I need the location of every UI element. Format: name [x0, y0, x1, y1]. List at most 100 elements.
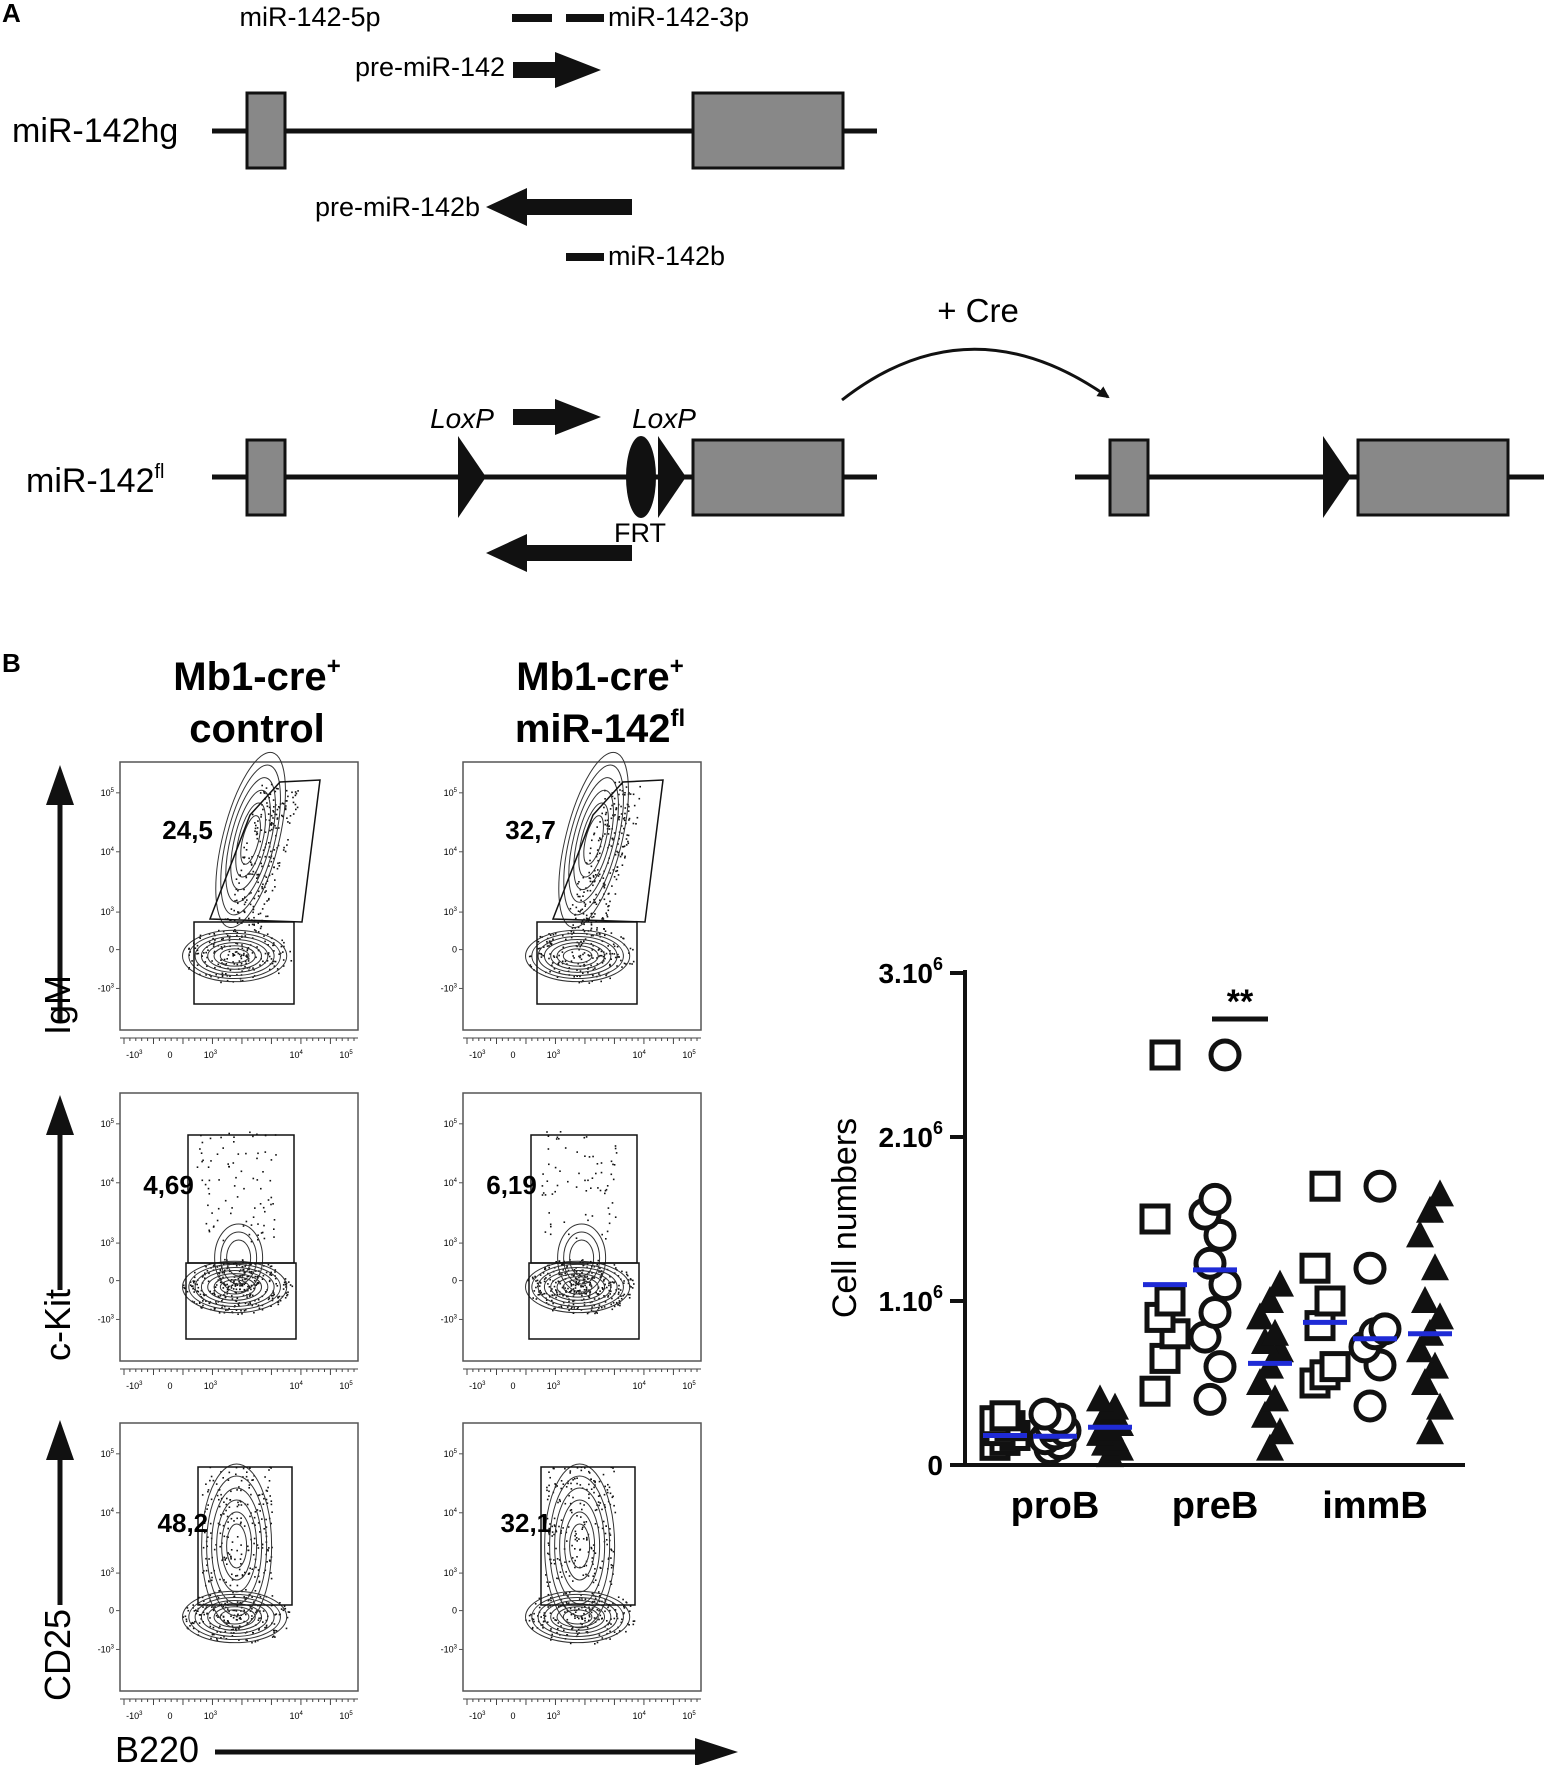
- plot-frame: [462, 761, 702, 1031]
- gate: [536, 779, 664, 1005]
- x-tick-label: 104: [632, 1050, 646, 1060]
- cell-number-chart: 0 1.106 2.106 3.106 Cell numbers proB pr…: [826, 954, 1465, 1527]
- y-tick-label: 105: [101, 1449, 115, 1459]
- loxp-site-2: [658, 436, 686, 518]
- data-point-square: [1317, 1288, 1343, 1314]
- mir-142-3p-bar: [566, 14, 604, 22]
- y-tick-label: 0: [109, 945, 114, 955]
- x-tick-label: 103: [547, 1381, 561, 1391]
- mir142hg-gene: miR-142-5p miR-142-3p pre-miR-142 miR-14…: [12, 2, 877, 271]
- contour-lines: [182, 1223, 288, 1314]
- col2-title-line2: miR-142fl: [515, 705, 685, 751]
- x-tick-label: -103: [126, 1381, 143, 1391]
- significance-label: **: [1227, 983, 1254, 1021]
- gate: [193, 779, 321, 1005]
- data-point-triangle: [1421, 1253, 1449, 1281]
- del-exon-1: [1108, 438, 1150, 517]
- category-label-prob: proB: [1011, 1485, 1100, 1527]
- x-tick-label: 105: [682, 1711, 696, 1721]
- data-point-circle: [1211, 1041, 1239, 1069]
- gate-value: 48,2: [158, 1508, 209, 1538]
- mir142-deleted-allele: [1075, 436, 1544, 518]
- pre-mir-142b-arrow: [486, 188, 632, 226]
- data-point-triangle: [1416, 1417, 1444, 1445]
- mir-142-5p-bar: [512, 14, 552, 22]
- gate: [185, 1134, 297, 1340]
- y-tick-label: 0: [452, 1606, 457, 1616]
- x-tick-label: 0: [510, 1711, 515, 1721]
- category-label-immb: immB: [1322, 1485, 1428, 1527]
- loxp-label-2: LoxP: [632, 403, 696, 434]
- contour-lines: [525, 1463, 631, 1644]
- contour-lines: [182, 751, 288, 983]
- data-point-square: [1142, 1378, 1168, 1404]
- data-point-circle: [1201, 1298, 1229, 1326]
- x-tick-label: 103: [204, 1050, 218, 1060]
- x-tick-label: 0: [167, 1381, 172, 1391]
- mir-142-3p-label: miR-142-3p: [608, 2, 749, 32]
- data-point-square: [1302, 1255, 1328, 1281]
- x-tick-label: 0: [510, 1050, 515, 1060]
- y-tick-label: 103: [101, 1238, 115, 1248]
- data-point-square: [992, 1403, 1018, 1429]
- x-tick-label: -103: [469, 1711, 486, 1721]
- mir-142-5p-label: miR-142-5p: [239, 2, 380, 32]
- data-point-circle: [1206, 1353, 1234, 1381]
- loxp-label-1: LoxP: [430, 403, 494, 434]
- y-tick-label: 104: [444, 1508, 458, 1518]
- gate-value: 6,19: [486, 1170, 537, 1200]
- y-tick-label: -103: [98, 983, 115, 993]
- data-point-triangle: [1411, 1286, 1439, 1313]
- del-loxp-site: [1323, 436, 1351, 518]
- fl-exon-1: [245, 438, 287, 517]
- gate-value: 32,7: [505, 815, 556, 845]
- y-tick-label: 104: [444, 847, 458, 857]
- y-tick-label-0: 0: [927, 1450, 943, 1481]
- frt-site: [626, 436, 656, 518]
- x-tick-label: 104: [632, 1711, 646, 1721]
- x-tick-label: -103: [469, 1381, 486, 1391]
- chart-marks: [982, 1041, 1454, 1468]
- gate-value: 32,1: [501, 1508, 552, 1538]
- y-tick-label: -103: [441, 1644, 458, 1654]
- x-tick-label: 103: [204, 1711, 218, 1721]
- data-point-triangle: [1086, 1384, 1114, 1412]
- data-point-circle: [1356, 1392, 1384, 1420]
- mir142-fl-allele: miR-142fl LoxP LoxP FRT: [26, 399, 877, 572]
- y-tick-label: -103: [441, 983, 458, 993]
- contour-lines: [525, 1223, 631, 1314]
- cd25-axis-arrowhead: [46, 1420, 74, 1460]
- contour-lines: [525, 751, 631, 983]
- data-point-square: [1152, 1042, 1178, 1068]
- data-point-circle: [1366, 1172, 1394, 1200]
- del-exon-2: [1356, 438, 1510, 517]
- pre-mir-142b-label: pre-miR-142b: [315, 192, 480, 222]
- y-tick-label: -103: [98, 1314, 115, 1324]
- x-tick-label: 103: [547, 1711, 561, 1721]
- x-tick-label: 105: [682, 1381, 696, 1391]
- x-tick-label: -103: [469, 1050, 486, 1060]
- y-tick-label-1: 1.106: [878, 1282, 943, 1317]
- data-point-circle: [1356, 1254, 1384, 1282]
- event-dots: [528, 781, 641, 984]
- pre-mir-142-label: pre-miR-142: [355, 52, 505, 82]
- fl-exon-2: [691, 438, 845, 517]
- gate-value: 4,69: [143, 1170, 194, 1200]
- frt-label: FRT: [614, 518, 666, 548]
- y-tick-label: 0: [452, 1276, 457, 1286]
- x-label-b220: B220: [115, 1729, 199, 1765]
- mir-142b-label: miR-142b: [608, 241, 725, 271]
- pre-mir-142-arrow: [513, 52, 601, 88]
- y-tick-label-3: 3.106: [878, 954, 943, 989]
- x-tick-label: 105: [339, 1050, 353, 1060]
- data-point-triangle: [1266, 1269, 1294, 1297]
- row-label-cd25: CD25: [37, 1609, 78, 1701]
- x-tick-label: 104: [289, 1050, 303, 1060]
- y-tick-label: 103: [101, 1568, 115, 1578]
